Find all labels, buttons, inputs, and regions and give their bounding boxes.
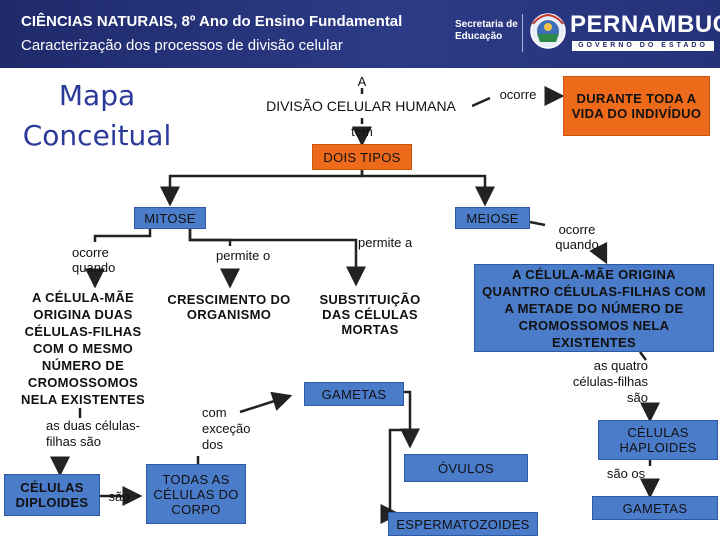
label-ocorre-quando-right: ocorre quando [555, 222, 599, 252]
page-heading: Mapa Conceitual [18, 76, 176, 156]
node-mitose: MITOSE [134, 207, 206, 229]
node-todas-celulas: TODAS AS CÉLULAS DO CORPO [146, 464, 246, 524]
line-mitose-permite [188, 228, 232, 246]
node-espermatozoides: ESPERMATOZOIDES [388, 512, 538, 536]
line-divisao-ocorre [471, 96, 491, 108]
arrow-ocorre-celulamae-meiose [589, 241, 608, 265]
label-ocorre-top: ocorre [499, 87, 537, 102]
header-title: CIÊNCIAS NATURAIS, 8º Ano do Ensino Fund… [21, 13, 403, 30]
label-a: A [357, 74, 367, 89]
secretaria-line1: Secretaria de [455, 19, 518, 30]
heading-line2: Conceitual [22, 119, 172, 152]
node-durante-toda: DURANTE TODA A VIDA DO INDIVÍDUO [563, 76, 710, 136]
secretaria-label: Secretaria de Educação [455, 19, 518, 43]
label-as-duas: as duas células-filhas são [46, 418, 140, 449]
label-as-quatro: as quatro células-filhas são [572, 358, 648, 405]
node-gametas-right: GAMETAS [592, 496, 718, 520]
node-gametas-mid: GAMETAS [304, 382, 404, 406]
node-substituicao: SUBSTITUIÇÃO DAS CÉLULAS MORTAS [306, 288, 434, 340]
arrow-mitose-substituicao [188, 228, 366, 287]
label-tem: tem [351, 124, 373, 139]
arrow-doistipos-mitose [160, 170, 364, 207]
line-mitose-ocorre [93, 228, 152, 242]
node-celulas-haploides: CÉLULAS HAPLOIDES [598, 420, 718, 460]
node-divisao-celular: DIVISÃO CELULAR HUMANA [250, 94, 472, 118]
brand-subtitle: GOVERNO DO ESTADO [572, 41, 714, 51]
label-permite-o: permite o [216, 248, 271, 263]
node-crescimento: CRESCIMENTO DO ORGANISMO [166, 288, 292, 326]
node-celula-mae-meiose: A CÉLULA-MÃE ORIGINA QUANTRO CÉLULAS-FIL… [474, 264, 714, 352]
header-subtitle: Caracterização dos processos de divisão … [21, 37, 343, 54]
label-permite-a: permite a [358, 235, 413, 250]
label-com-excecao: com exceção dos [202, 405, 251, 452]
secretaria-line2: Educação [455, 31, 503, 42]
label-sao: são [108, 489, 130, 504]
node-celula-mae-mitose: A CÉLULA-MÃE ORIGINA DUAS CÉLULAS-FILHAS… [10, 288, 156, 408]
line-meiose-ocorre [529, 220, 546, 227]
label-ocorre-quando-left: ocorre quando [72, 245, 116, 275]
brand-name: PERNAMBUCO [570, 11, 720, 38]
label-sao-os: são os [606, 466, 646, 481]
arrow-doistipos-meiose [360, 170, 495, 207]
arrow-gametas-ovulos [400, 390, 420, 449]
header-banner: CIÊNCIAS NATURAIS, 8º Ano do Ensino Fund… [0, 0, 720, 68]
node-celulas-diploides: CÉLULAS DIPLOIDES [4, 474, 100, 516]
state-seal-icon [530, 13, 566, 49]
node-dois-tipos: DOIS TIPOS [312, 144, 412, 170]
heading-line1: Mapa [58, 79, 136, 112]
line-celulamae-asquatro [639, 351, 647, 361]
node-ovulos: ÓVULOS [404, 454, 528, 482]
node-meiose: MEIOSE [455, 207, 530, 229]
header-divider [522, 14, 523, 52]
arrow-excecao-gametas [239, 391, 293, 414]
